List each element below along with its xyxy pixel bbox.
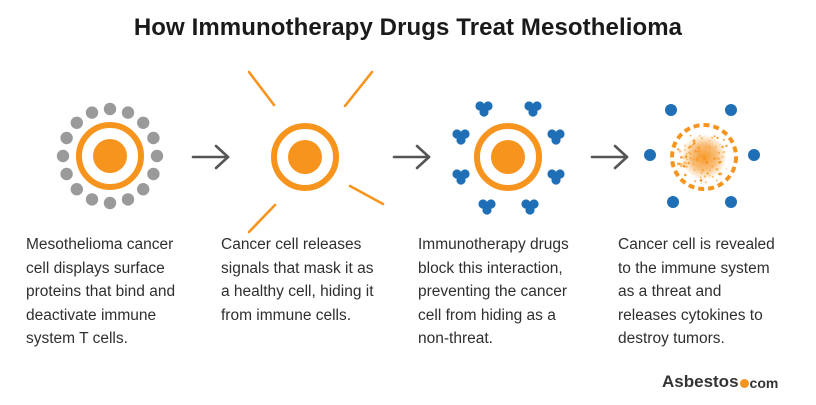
surface-protein — [71, 117, 83, 129]
surface-protein — [137, 117, 149, 129]
drug-molecule-icon — [547, 169, 564, 184]
brand-dot-icon — [740, 379, 749, 388]
step-2-description: Cancer cell releases signals that mask i… — [221, 233, 403, 327]
surface-protein — [147, 168, 159, 180]
drug-molecule-icon — [475, 101, 492, 116]
drug-molecule-icon — [452, 169, 469, 184]
step-4-description: Cancer cell is revealed to the immune sy… — [618, 233, 800, 351]
stage-2-cell — [249, 72, 383, 232]
surface-protein — [122, 106, 134, 118]
surface-protein — [57, 150, 69, 162]
stage-4-cell — [644, 104, 760, 208]
surface-protein — [104, 103, 116, 115]
surface-protein — [86, 106, 98, 118]
surface-protein — [86, 193, 98, 205]
cell-nucleus — [491, 140, 525, 174]
surface-protein — [60, 168, 72, 180]
step-1-description: Mesothelioma cancer cell displays surfac… — [26, 233, 208, 351]
drug-molecule-icon — [521, 199, 538, 214]
arrow-right-icon — [592, 146, 627, 168]
brand-logo: Asbestos com — [662, 372, 778, 392]
surface-protein — [147, 132, 159, 144]
surface-protein — [151, 150, 163, 162]
surface-protein — [71, 183, 83, 195]
brand-name: Asbestos — [662, 372, 739, 392]
surface-protein — [137, 183, 149, 195]
stage-1-cell — [57, 103, 163, 209]
surface-protein — [104, 197, 116, 209]
brand-suffix: com — [750, 375, 779, 391]
drug-molecule-icon — [452, 129, 469, 144]
cell-nucleus — [288, 140, 322, 174]
cell-nucleus — [93, 139, 127, 173]
arrow-right-icon — [193, 146, 228, 168]
drug-molecule-icon — [547, 129, 564, 144]
step-3-description: Immunotherapy drugs block this interacti… — [418, 233, 600, 351]
stage-3-cell — [452, 101, 564, 214]
drug-molecule-icon — [478, 199, 495, 214]
surface-protein — [122, 193, 134, 205]
drug-molecule-icon — [524, 101, 541, 116]
surface-protein — [60, 132, 72, 144]
arrow-right-icon — [394, 146, 429, 168]
